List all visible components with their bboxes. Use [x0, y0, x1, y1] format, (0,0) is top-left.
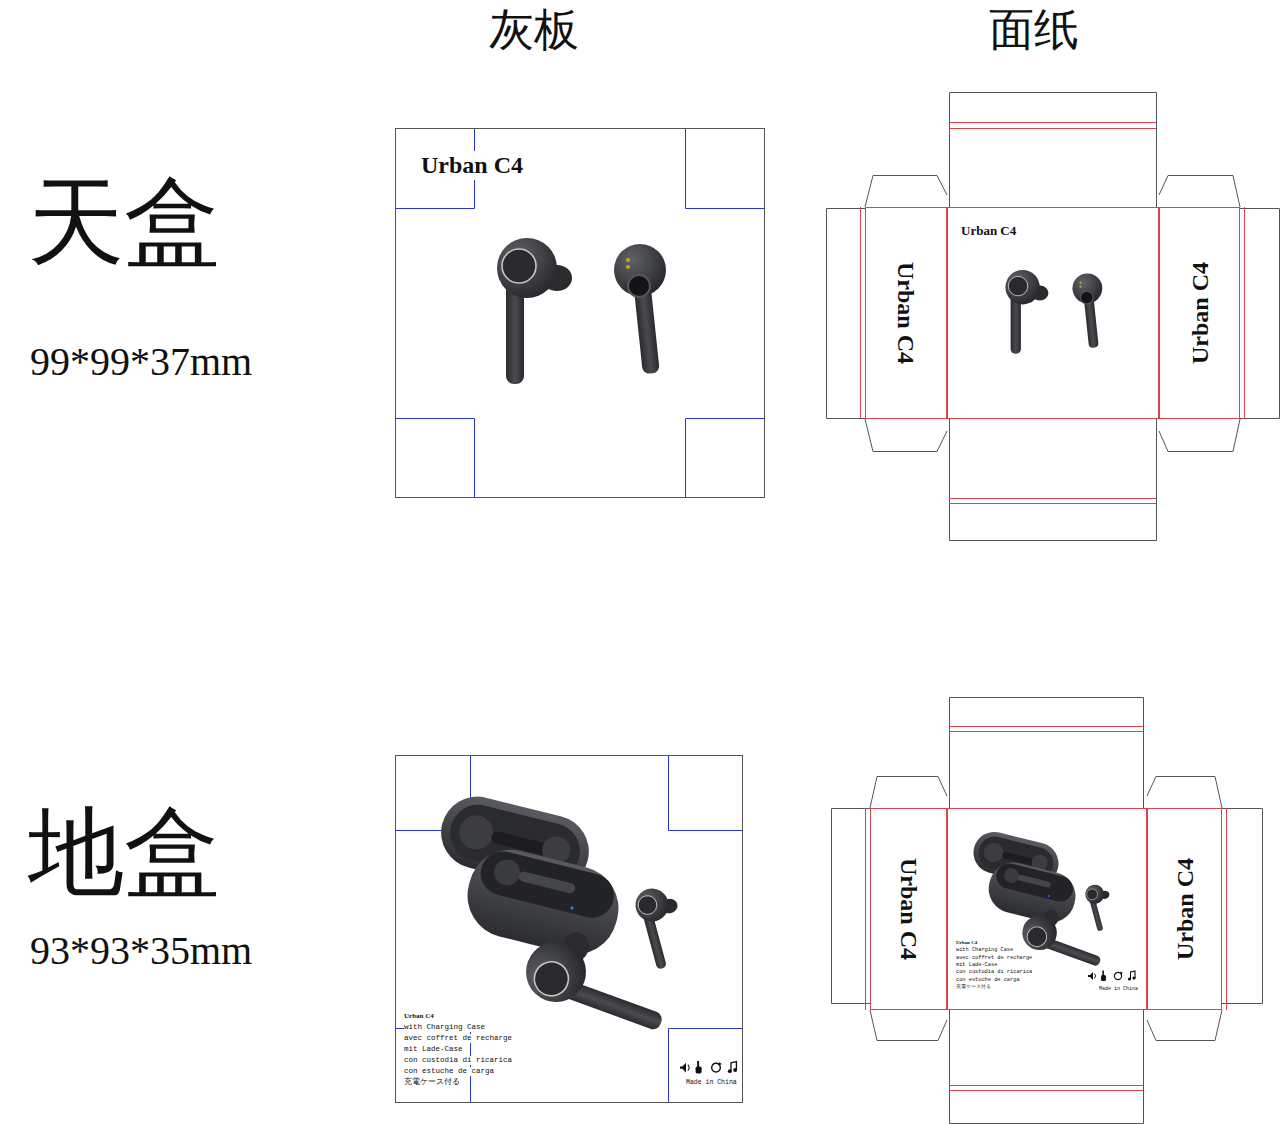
product-name: Urban C4 [893, 262, 919, 364]
base-dieline [832, 698, 1263, 1124]
panel-text: Made in China [686, 1079, 737, 1087]
box-part-name: 地盒 [28, 798, 220, 908]
panel-text: con estuche de carga [956, 977, 1020, 983]
product-name: Urban C4 [1171, 858, 1197, 960]
lid-side-panel: Urban C4 [1159, 207, 1240, 419]
product-name: Urban C4 [1186, 262, 1212, 364]
product-name: Urban C4 [421, 151, 523, 180]
fold-lines [866, 727, 1227, 1091]
panel-text: mit Lade-Case [956, 962, 997, 968]
product-name: Urban C4 [956, 940, 977, 946]
greyboard-base: Urban C4 with Charging Case avec coffret d… [395, 755, 743, 1103]
column-heading: 面纸 [989, 5, 1079, 57]
lid-side-panel: Urban C4 [865, 207, 947, 419]
lid-panel-illustration [1005, 270, 1102, 354]
lid-dieline [827, 93, 1280, 541]
base-top-panel: Urban C4with Charging Case avec coffret d… [947, 808, 1147, 1010]
base-side-panel: Urban C4 [870, 808, 947, 1010]
panel-text: mit Lade-Case [404, 1045, 463, 1054]
dimension: 99*99*37mm [30, 339, 252, 385]
panel-text: avec coffret de recharge [956, 955, 1032, 961]
box-part-name: 天盒 [28, 168, 220, 278]
product-name: Urban C4 [895, 858, 921, 960]
corner-cut-lines [395, 755, 743, 1103]
panel-text: con custodia di ricarica [404, 1056, 512, 1065]
dimension: 93*93*35mm [30, 928, 252, 974]
product-name: Urban C4 [961, 223, 1016, 239]
fold-lines [861, 123, 1245, 504]
charging-case-illustration [434, 789, 693, 1040]
product-name: Urban C4 [404, 1012, 434, 1020]
earbuds-illustration [497, 238, 666, 384]
panel-text: con custodia di ricarica [956, 969, 1032, 975]
greyboard-lid: Urban C4 [395, 128, 765, 498]
panel-text: with Charging Case [956, 947, 1013, 953]
panel-text: Made in China [1099, 986, 1138, 992]
base-side-panel: Urban C4 [1147, 808, 1222, 1010]
panel-text: 充電ケース付る [956, 984, 991, 990]
panel-text: 充電ケース付る [404, 1078, 460, 1087]
lid-top-panel: Urban C4 [947, 207, 1159, 419]
panel-text: with Charging Case [404, 1023, 485, 1032]
corner-cut-lines [395, 128, 765, 498]
panel-text: avec coffret de recharge [404, 1034, 512, 1043]
panel-text: con estuche de carga [404, 1067, 494, 1076]
column-heading: 灰板 [489, 5, 579, 57]
